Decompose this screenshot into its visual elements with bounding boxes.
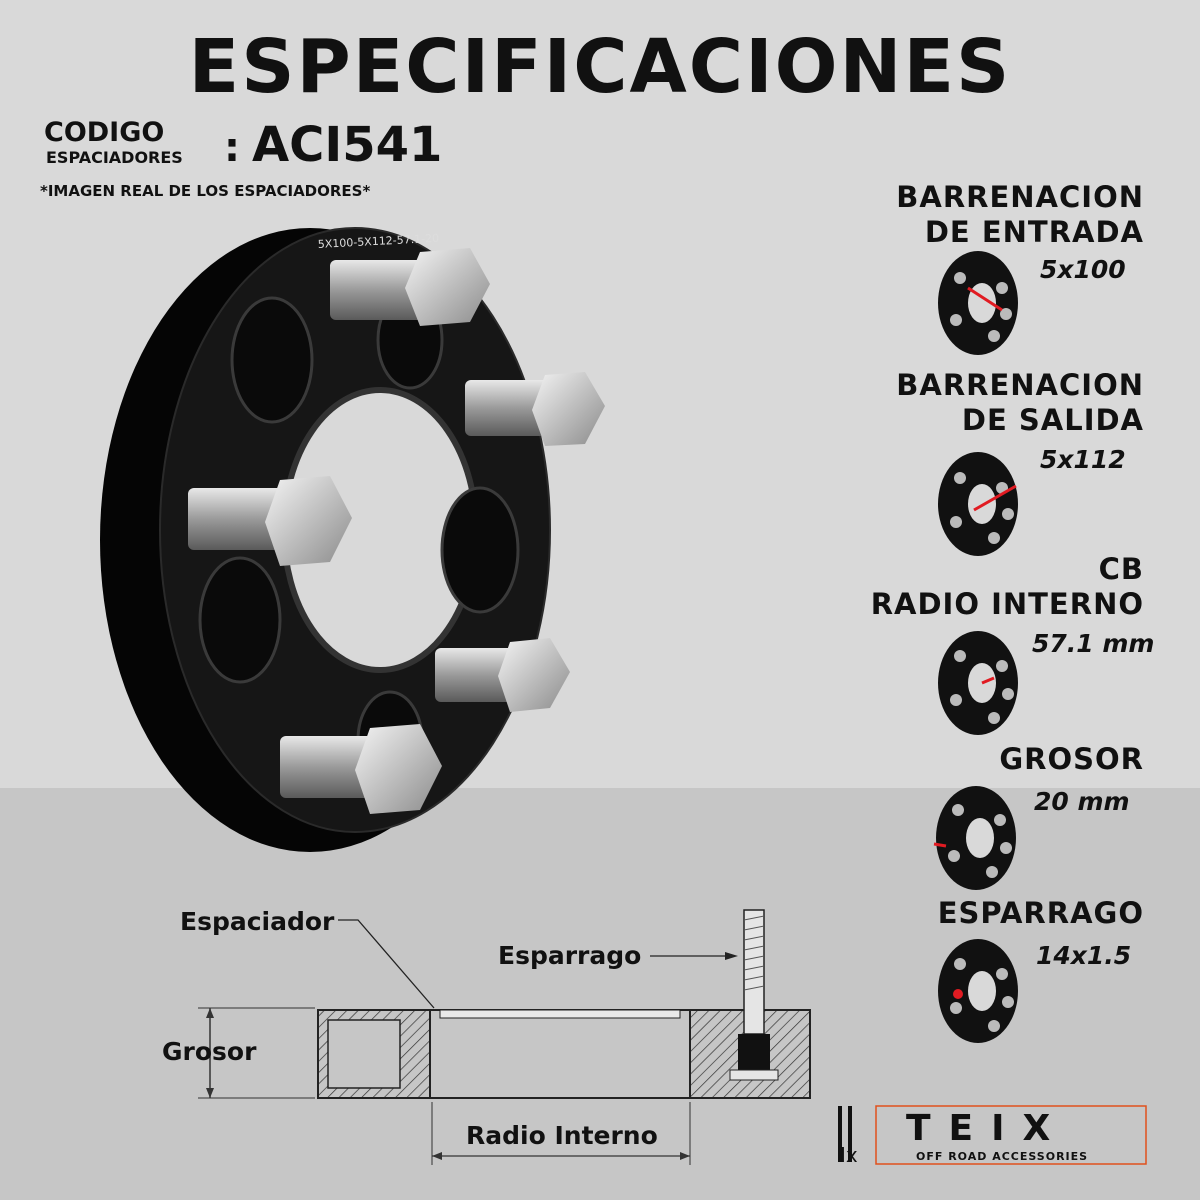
spec-grosor-title: GROSOR: [999, 742, 1144, 777]
code-value: ACI541: [252, 117, 443, 173]
logo-mark: Ix: [840, 1143, 858, 1167]
spec-salida-thumbnail: [938, 452, 1018, 556]
diagram-label-espaciador: Espaciador: [180, 907, 335, 936]
spec-salida-title-line1: BARRENACION: [896, 368, 1144, 402]
spec-grosor-title-line1: GROSOR: [999, 742, 1144, 776]
spec-cb-title-line1: CB: [1098, 552, 1144, 586]
page-title: ESPECIFICACIONES: [188, 24, 1012, 110]
diagram-label-esparrago: Esparrago: [498, 941, 642, 970]
spec-cb-value: 57.1 mm: [1032, 629, 1155, 658]
diagram-label-grosor: Grosor: [162, 1037, 257, 1066]
logo-brand: TEIX: [906, 1108, 1068, 1149]
spec-entrada-title-line2: DE ENTRADA: [924, 215, 1144, 249]
spec-cb-title-line2: RADIO INTERNO: [870, 587, 1144, 621]
spec-entrada-title-line1: BARRENACION: [896, 180, 1144, 214]
spacer-marking: 5X100-5X112-57.1-20: [317, 232, 439, 251]
spec-salida-value: 5x112: [1040, 445, 1126, 474]
cross-section-diagram: [198, 909, 811, 1165]
spec-salida-title-line2: DE SALIDA: [961, 403, 1144, 437]
spec-cb-thumbnail: [938, 631, 1018, 735]
spec-esparrago-title-line1: ESPARRAGO: [937, 896, 1144, 930]
spec-grosor-value: 20 mm: [1034, 787, 1130, 816]
spec-salida-title: BARRENACION DE SALIDA: [896, 368, 1144, 438]
logo-tagline: OFF ROAD ACCESSORIES: [916, 1150, 1088, 1163]
spec-esparrago-title: ESPARRAGO: [938, 896, 1144, 931]
code-colon: :: [224, 125, 240, 171]
code-sublabel: ESPACIADORES: [46, 148, 183, 167]
spec-entrada-title: BARRENACION DE ENTRADA: [896, 180, 1144, 250]
spacer-product-image: 5X100-5X112-57.1-20: [100, 227, 605, 852]
real-image-note: *IMAGEN REAL DE LOS ESPACIADORES*: [40, 182, 371, 200]
spec-entrada-thumbnail: [938, 251, 1018, 355]
teix-logo: Ix TEIX OFF ROAD ACCESSORIES: [836, 1104, 1148, 1168]
spec-esparrago-thumbnail: [938, 939, 1018, 1043]
spec-entrada-value: 5x100: [1040, 255, 1126, 284]
spec-grosor-thumbnail: [933, 786, 1016, 890]
stud-group: [188, 248, 605, 814]
code-label: CODIGO: [44, 117, 165, 148]
spec-esparrago-value: 14x1.5: [1036, 941, 1132, 970]
spec-cb-title: CB RADIO INTERNO: [871, 552, 1144, 622]
diagram-label-radio-interno: Radio Interno: [466, 1121, 658, 1150]
